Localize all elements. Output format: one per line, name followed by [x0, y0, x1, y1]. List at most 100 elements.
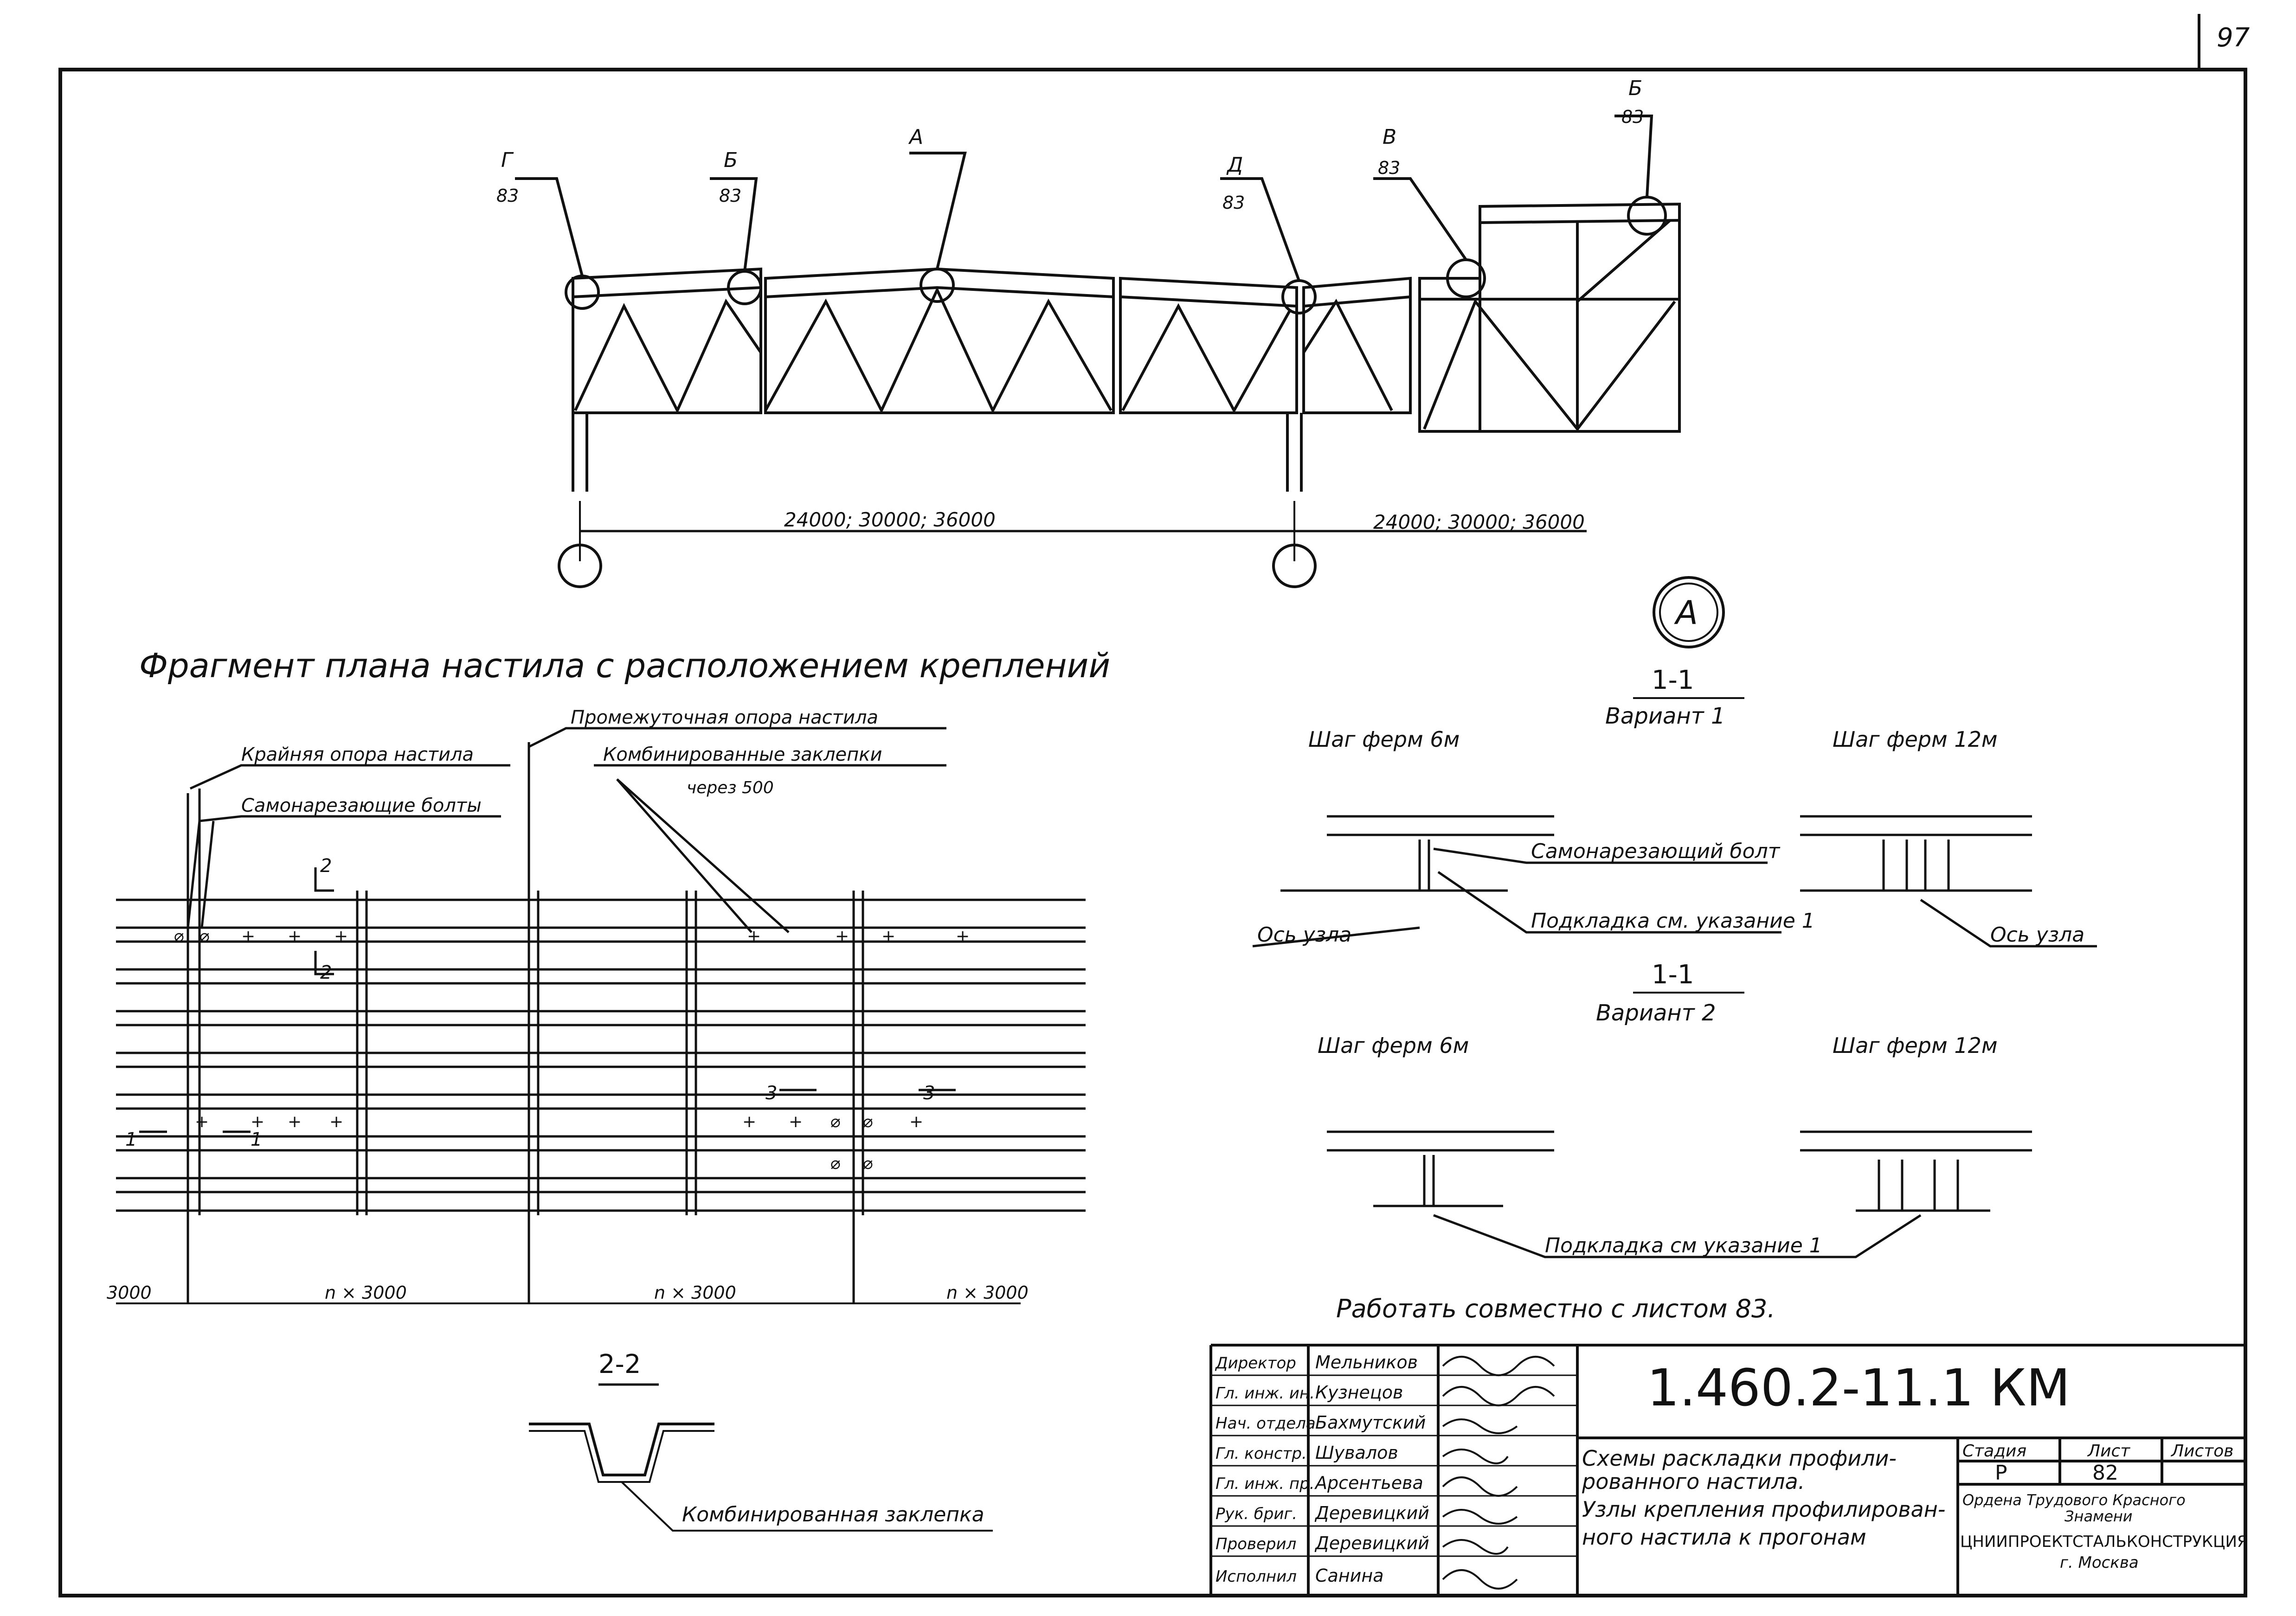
- sheet-frame: [58, 14, 2247, 1597]
- variant1-subtitle: Вариант 1: [1605, 703, 1725, 729]
- section-mark: 3: [923, 1083, 935, 1104]
- org-line: г. Москва: [2060, 1553, 2139, 1572]
- tb-name: Бахмутский: [1315, 1412, 1426, 1433]
- callout-letter: Б: [724, 148, 738, 172]
- bolt-label: Самонарезающий болт: [1531, 840, 1781, 863]
- elevation-truss-scheme: [515, 115, 1681, 588]
- tb-role: Гл. констр.: [1216, 1444, 1307, 1463]
- sheet-value: 82: [2092, 1461, 2118, 1485]
- pad-label-v1: Подкладка см. указание 1: [1531, 909, 1815, 933]
- section-mark: 2: [320, 962, 332, 983]
- doc-code: 1.460.2-11.1 КМ: [1647, 1358, 2070, 1417]
- org-line: ЦНИИПРОЕКТСТАЛЬКОНСТРУКЦИЯ: [1960, 1533, 2248, 1551]
- plan-fasteners: ⌀⌀ +++ ++++ ++++ ++⌀⌀+ ⌀⌀: [174, 927, 970, 1173]
- span-dimension-left: 24000; 30000; 36000: [784, 508, 996, 531]
- note-work-with-sheet: Работать совместно с листом 83.: [1336, 1294, 1775, 1323]
- dim-n3000: n × 3000: [946, 1283, 1029, 1303]
- svg-text:⌀: ⌀: [174, 927, 184, 946]
- svg-text:+: +: [956, 927, 970, 946]
- section-2-2-title: 2-2: [598, 1349, 641, 1379]
- doc-desc-line: Узлы крепления профилирован-: [1582, 1497, 1945, 1522]
- callout-sheet: 83: [1378, 158, 1400, 178]
- section-mark: 1: [125, 1129, 137, 1150]
- callout-letter: Г: [501, 148, 514, 172]
- title-block: [1209, 1344, 2245, 1596]
- section-mark: 3: [765, 1083, 777, 1104]
- label-self-tapping-bolts: Самонарезающие болты: [241, 795, 482, 816]
- svg-text:+: +: [288, 927, 302, 946]
- title-block-signatures: [1442, 1356, 1555, 1590]
- title-block-info: 1.460.2-11.1 КМ Схемы раскладки профили-…: [1582, 1358, 2248, 1572]
- doc-desc-line: рованного настила.: [1582, 1469, 1805, 1494]
- svg-text:⌀: ⌀: [830, 1112, 841, 1131]
- section-mark: 1: [251, 1129, 262, 1150]
- label-edge-support: Крайняя опора настила: [241, 744, 474, 765]
- tb-name: Санина: [1315, 1565, 1384, 1586]
- callout-letter: Б: [1628, 77, 1642, 100]
- callout-letter: Д: [1226, 153, 1243, 177]
- svg-text:+: +: [747, 927, 761, 946]
- tb-role: Рук. бриг.: [1216, 1505, 1297, 1523]
- svg-text:+: +: [909, 1112, 923, 1131]
- org-line: Ордена Трудового Красного: [1962, 1491, 2186, 1509]
- svg-text:⌀: ⌀: [830, 1154, 841, 1173]
- tb-name: Кузнецов: [1315, 1382, 1403, 1403]
- stage-header: Стадия: [1962, 1442, 2026, 1461]
- tb-role: Гл. инж. ин.: [1216, 1384, 1315, 1403]
- svg-text:⌀: ⌀: [863, 1112, 873, 1131]
- pad-label-v2: Подкладка см указание 1: [1545, 1234, 1822, 1257]
- detail-a: А 1-1 Вариант 1 Шаг ферм 6м Шаг ферм 12м: [1252, 576, 2097, 1323]
- doc-desc-line: Схемы раскладки профили-: [1582, 1446, 1897, 1471]
- svg-text:+: +: [195, 1112, 209, 1131]
- tb-name: Арсентьева: [1314, 1473, 1423, 1493]
- variant1-title: 1-1: [1652, 665, 1694, 695]
- tb-role: Директор: [1215, 1354, 1296, 1372]
- page-number: 97: [2217, 23, 2250, 53]
- svg-text:+: +: [789, 1112, 803, 1131]
- axis-label-right: Ось узла: [1990, 923, 2084, 947]
- svg-text:+: +: [329, 1112, 343, 1131]
- tb-role: Исполнил: [1216, 1567, 1297, 1586]
- sheets-header: Листов: [2170, 1442, 2233, 1461]
- pitch-6-v2: Шаг ферм 6м: [1318, 1033, 1469, 1058]
- pitch-6-v1: Шаг ферм 6м: [1308, 727, 1460, 752]
- section-2-2: 2-2 Комбинированная заклепка: [529, 1349, 993, 1532]
- svg-text:+: +: [288, 1112, 302, 1131]
- callout-sheet: 83: [719, 186, 741, 206]
- svg-text:⌀: ⌀: [199, 927, 210, 946]
- label-combined-rivets: Комбинированные заклепки: [603, 744, 882, 765]
- section-mark: 2: [320, 855, 332, 877]
- tb-role: Проверил: [1216, 1535, 1296, 1553]
- svg-text:+: +: [241, 927, 255, 946]
- tb-name: Мельников: [1315, 1352, 1418, 1372]
- dim-n3000: n × 3000: [325, 1283, 407, 1303]
- pitch-12-v2: Шаг ферм 12м: [1833, 1033, 1998, 1058]
- tb-role: Нач. отдела: [1216, 1414, 1316, 1433]
- span-dimension-right: 24000; 30000; 36000: [1373, 511, 1585, 533]
- pitch-12-v1: Шаг ферм 12м: [1833, 727, 1998, 752]
- elevation-callouts: Г 83 Б 83 А Д 83 В 83 Б 83 24000; 30000;…: [496, 77, 1644, 533]
- plan-labels: Крайняя опора настила Самонарезающие бол…: [107, 707, 1029, 1303]
- plan-deck: [116, 727, 1086, 1304]
- svg-text:+: +: [251, 1112, 264, 1131]
- svg-text:+: +: [742, 1112, 756, 1131]
- axis-label-left: Ось узла: [1257, 923, 1351, 947]
- svg-text:+: +: [334, 927, 348, 946]
- tb-name: Шувалов: [1315, 1443, 1398, 1463]
- tb-role: Гл. инж. пр.: [1216, 1475, 1314, 1493]
- title-block-roles: Директор Мельников Гл. инж. ин. Кузнецов…: [1215, 1352, 1429, 1586]
- label-through-500: через 500: [687, 778, 774, 797]
- callout-letter: А: [908, 125, 923, 149]
- doc-desc-line: ного настила к прогонам: [1582, 1525, 1866, 1550]
- svg-text:+: +: [881, 927, 895, 946]
- variant2-subtitle: Вариант 2: [1596, 1000, 1716, 1026]
- svg-text:+: +: [835, 927, 849, 946]
- label-intermediate-support: Промежуточная опора настила: [571, 707, 878, 728]
- callout-letter: В: [1383, 125, 1396, 149]
- dim-n3000: n × 3000: [654, 1283, 736, 1303]
- sheet-header: Лист: [2087, 1442, 2130, 1461]
- tb-name: Деревицкий: [1314, 1533, 1429, 1553]
- stage-value: Р: [1995, 1461, 2007, 1485]
- variant2-title: 1-1: [1652, 960, 1694, 990]
